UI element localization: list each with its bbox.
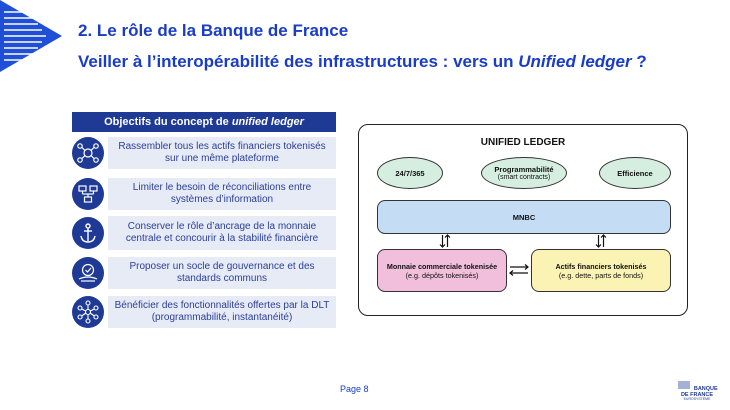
systems-icon: [72, 178, 104, 210]
bdf-logo-text: BANQUE DE FRANCE: [680, 386, 718, 399]
pink-box-title: Monnaie commerciale tokenisée: [386, 261, 498, 271]
dlt-network-icon: [72, 296, 104, 328]
bdf-logo-sub: EUROSYSTÈME: [683, 397, 711, 402]
tokenized-assets-box: Actifs financiers tokenisés (e.g. dette,…: [531, 249, 671, 292]
objective-item: Proposer un socle de gouvernance et des …: [72, 257, 336, 289]
objective-text: Conserver le rôle d’ancrage de la monnai…: [108, 216, 336, 250]
slide-title-italic: Unified ledger: [518, 52, 632, 71]
oval-programmability-label: Programmabilité: [494, 165, 554, 174]
objectives-header-text: Objectifs du concept de: [104, 116, 232, 128]
governance-icon: [72, 257, 104, 289]
objectives-header: Objectifs du concept de unified ledger: [72, 112, 336, 132]
objective-item: Limiter le besoin de réconciliations ent…: [72, 178, 336, 210]
oval-programmability-sub: (smart contracts): [497, 174, 551, 181]
unified-ledger-diagram: UNIFIED LEDGER 24/7/365 Programmabilité …: [358, 124, 688, 316]
objective-text: Limiter le besoin de réconciliations ent…: [108, 178, 336, 210]
section-title: 2. Le rôle de la Banque de France: [78, 21, 349, 40]
diagram-title: UNIFIED LEDGER: [480, 137, 566, 148]
mnbc-box: MNBC: [377, 200, 671, 234]
anchor-icon: [72, 217, 104, 249]
vertical-exchange-arrow-icon: [595, 234, 607, 248]
objective-item: Rassembler tous les actifs financiers to…: [72, 137, 336, 169]
horizontal-exchange-arrow-icon: [509, 264, 529, 276]
objective-text: Rassembler tous les actifs financiers to…: [108, 137, 336, 169]
banque-de-france-logo: BANQUE DE FRANCE EUROSYSTÈME: [672, 381, 722, 402]
oval-efficiency-label: Efficience: [617, 168, 653, 178]
oval-programmability: Programmabilité (smart contracts): [481, 157, 567, 189]
pink-box-sub: (e.g. dépôts tokenisés): [405, 270, 479, 280]
slide-title-text: Veiller à l’interopérabilité des infrast…: [78, 52, 519, 71]
oval-availability: 24/7/365: [377, 157, 443, 189]
assets-network-icon: [72, 137, 104, 169]
objective-item: Bénéficier des fonctionnalités offertes …: [72, 296, 336, 328]
objective-text: Bénéficier des fonctionnalités offertes …: [108, 296, 336, 328]
yellow-box-title: Actifs financiers tokenisés: [555, 261, 647, 271]
yellow-box-sub: (e.g. dette, parts de fonds): [558, 270, 644, 280]
objective-item: Conserver le rôle d’ancrage de la monnai…: [72, 216, 336, 250]
oval-availability-label: 24/7/365: [395, 168, 425, 178]
slide-title-suffix: ?: [631, 52, 647, 71]
objective-text: Proposer un socle de gouvernance et des …: [108, 257, 336, 289]
bdf-emblem-icon: [678, 381, 691, 389]
tokenized-commercial-money-box: Monnaie commerciale tokenisée (e.g. dépô…: [377, 249, 507, 292]
objectives-header-italic: unified ledger: [231, 116, 304, 128]
vertical-exchange-arrow-icon: [439, 234, 451, 248]
page-number: Page 8: [340, 384, 369, 394]
corner-logo-icon: [0, 0, 62, 72]
slide-title: Veiller à l’interopérabilité des infrast…: [78, 52, 647, 72]
oval-efficiency: Efficience: [599, 157, 671, 189]
